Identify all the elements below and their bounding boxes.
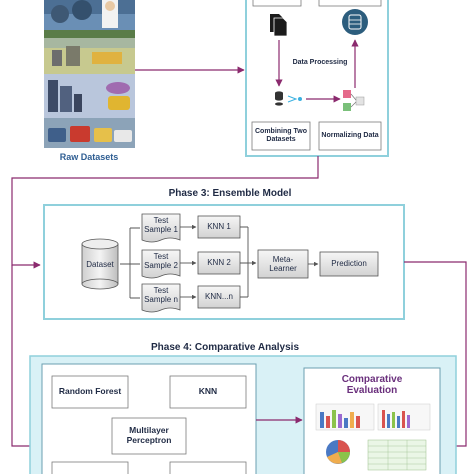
phase3-title: Phase 3: Ensemble Model (168, 188, 292, 199)
mini-pie-chart (326, 440, 350, 464)
phase2-inner-box-right (318, 0, 382, 7)
stacked-db-icon (275, 91, 283, 106)
test-sample-1-label: Test Sample 1 (144, 215, 178, 234)
knn-n-label: KNN...n (204, 292, 233, 302)
phase2-inner-box-left (252, 0, 302, 7)
database-circle-icon (342, 9, 368, 35)
combining-datasets-label: Combining Two Datasets (255, 127, 307, 143)
prediction-box (319, 251, 379, 277)
test-sample-n-shape (141, 283, 181, 313)
data-processing-label: Data Processing (293, 59, 348, 66)
test-sample-2-label: Test Sample 2 (144, 251, 178, 270)
test-sample-2-shape (141, 249, 181, 279)
dataset-label: Dataset (86, 260, 114, 270)
knn-model-box (169, 375, 247, 409)
merge-icon (287, 95, 302, 103)
test-sample-1-shape (141, 213, 181, 243)
mini-bar-chart-left (315, 403, 375, 431)
meta-learner-label: Meta- Learner (269, 254, 297, 273)
model-box-bottom-right (169, 461, 247, 474)
mini-bar-chart-right (377, 403, 431, 431)
raw-datasets-label: Raw Datasets (60, 152, 119, 162)
mini-table (367, 439, 427, 471)
normalizing-data-label: Normalizing Data (321, 131, 379, 139)
meta-learner-box (257, 249, 309, 279)
random-forest-box (51, 375, 129, 409)
model-box-bottom-left (51, 461, 129, 474)
knn-1-label: KNN 1 (207, 222, 231, 232)
knn-merge-lines (240, 226, 249, 298)
dataset-split-lines (120, 227, 140, 299)
mlp-box (111, 417, 187, 455)
mlp-label: Multilayer Perceptron (126, 425, 172, 445)
dataset-cylinder (81, 238, 119, 290)
normalize-nodes-icon (343, 90, 365, 111)
arrow-phase2-to-phase3 (11, 156, 319, 269)
knn-2-label: KNN 2 (207, 258, 231, 268)
comparative-evaluation-title: Comparative Evaluation (341, 373, 403, 397)
normalizing-data-box (318, 121, 382, 151)
phase4-title: Phase 4: Comparative Analysis (150, 342, 300, 353)
knn-model-label: KNN (198, 386, 218, 397)
combining-datasets-box (251, 121, 311, 151)
test-sample-n-label: Test Sample n (144, 285, 178, 304)
documents-icon (270, 14, 288, 37)
random-forest-label: Random Forest (58, 386, 122, 397)
prediction-label: Prediction (331, 259, 367, 269)
raw-datasets-images (44, 0, 135, 148)
